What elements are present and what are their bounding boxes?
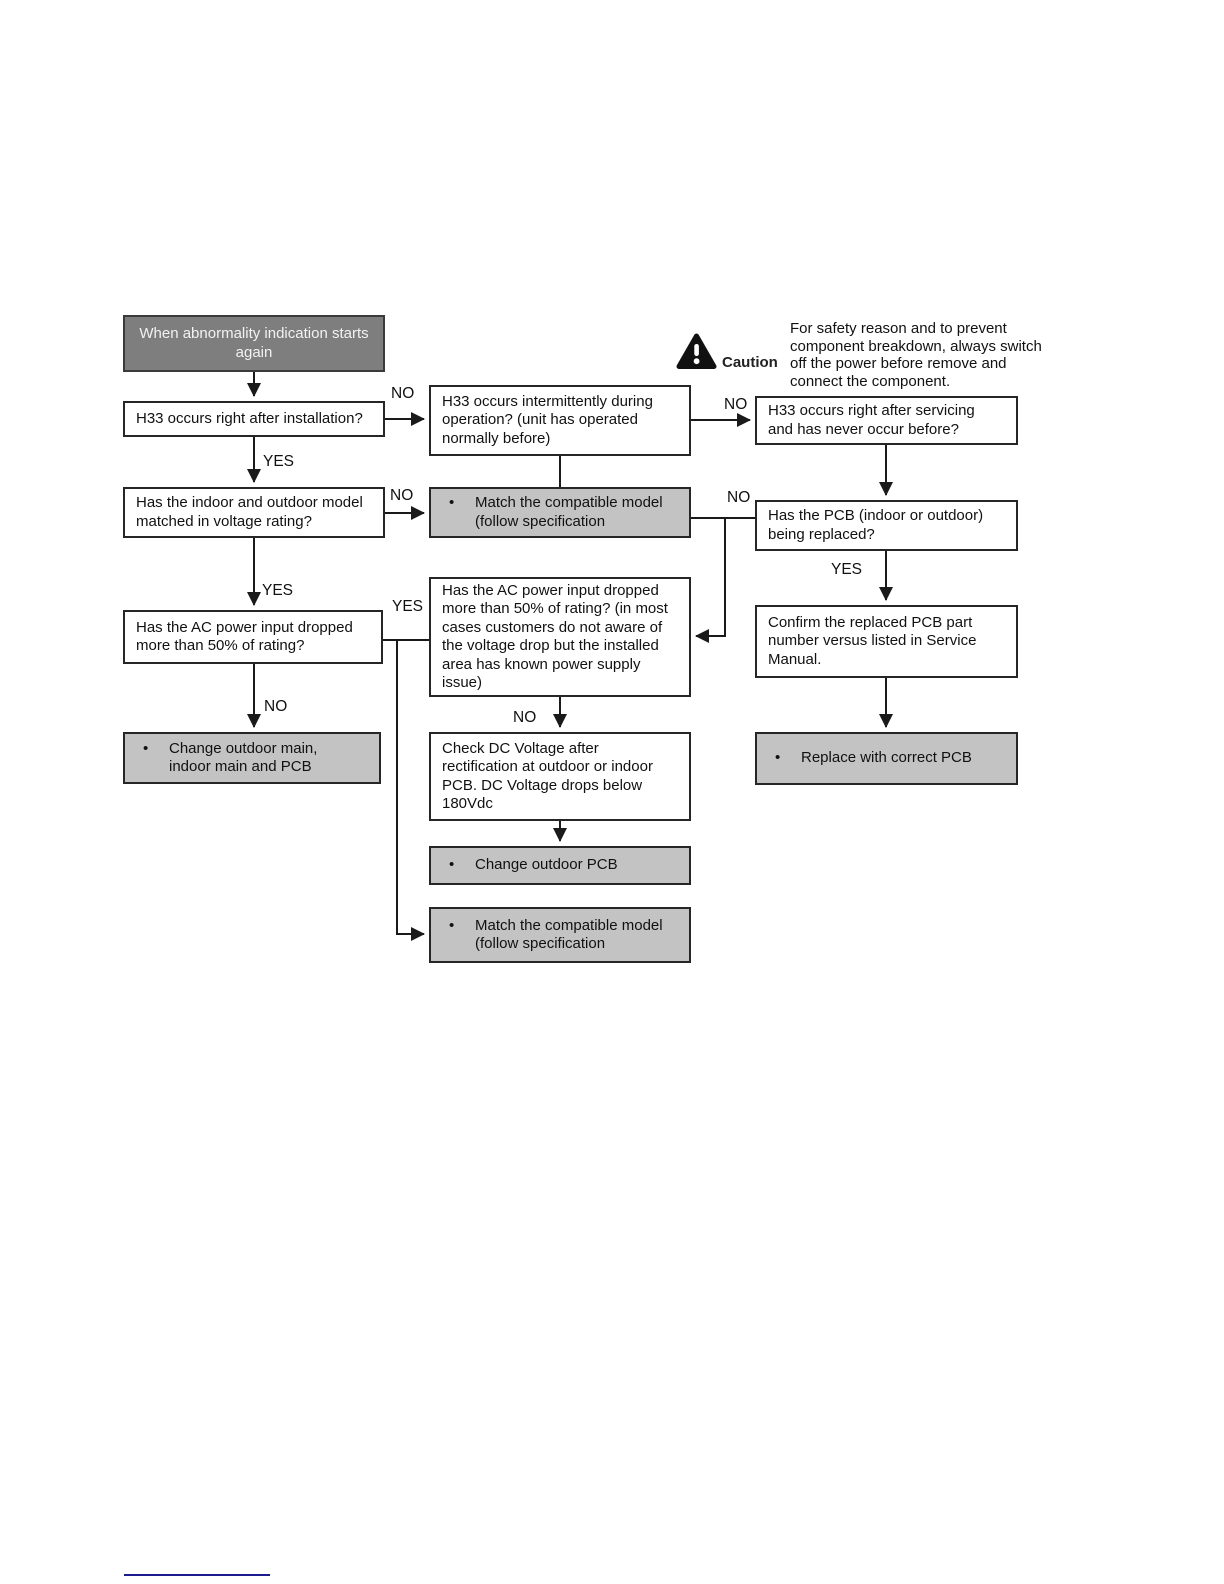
- flow-node-change-outdoor-pcb-action: • Change outdoor PCB: [429, 846, 691, 885]
- edge-label-ac-no: NO: [264, 698, 288, 715]
- flow-node-ac-drop-detail-question: Has the AC power input dropped more than…: [429, 577, 691, 697]
- flow-node-pcb-replaced-text: Has the PCB (indoor or outdoor) being re…: [768, 507, 984, 543]
- flow-node-change-outdoor-pcb-text: Change outdoor PCB: [475, 856, 618, 874]
- edge-label-intermittent-no: NO: [724, 396, 748, 413]
- flow-node-match-model-bottom-text: Match the compatible model (follow speci…: [475, 916, 663, 953]
- edge-label-voltage-yes: YES: [262, 582, 294, 599]
- flow-node-installation-text: H33 occurs right after installation?: [136, 409, 363, 427]
- flow-node-replace-pcb-action: • Replace with correct PCB: [755, 732, 1018, 785]
- flow-node-start-text: When abnormality indication starts again: [139, 325, 369, 361]
- flow-node-servicing-text: H33 occurs right after servicing and has…: [768, 402, 975, 438]
- bullet-icon: •: [143, 739, 149, 757]
- flow-node-intermittent-question: H33 occurs intermittently during operati…: [429, 385, 691, 456]
- edge-label-voltage-no: NO: [390, 487, 414, 504]
- flow-node-check-dc-text: Check DC Voltage after rectification at …: [442, 739, 653, 813]
- edge-ac-yes-to-match-bottom: [396, 640, 425, 941]
- flow-node-start: When abnormality indication starts again: [123, 315, 385, 372]
- flow-node-voltage-match-question: Has the indoor and outdoor model matched…: [123, 487, 385, 538]
- flow-node-match-model-bottom-action: • Match the compatible model (follow spe…: [429, 907, 691, 963]
- flow-node-change-main-text: Change outdoor main, indoor main and PCB: [169, 739, 318, 776]
- footer-rule: [124, 1574, 270, 1576]
- flow-node-match-model-action: • Match the compatible model (follow spe…: [429, 487, 691, 538]
- edge-label-pcb-yes: YES: [831, 561, 863, 578]
- flow-node-intermittent-text: H33 occurs intermittently during operati…: [442, 392, 653, 447]
- flow-node-ac-drop-detail-text: Has the AC power input dropped more than…: [442, 581, 668, 692]
- edge-pcb-no-to-ac-drop-detail: [695, 518, 726, 643]
- flow-node-installation-question: H33 occurs right after installation?: [123, 401, 385, 437]
- edge-label-ac-yes: YES: [392, 598, 424, 615]
- flow-node-match-model-text: Match the compatible model (follow speci…: [475, 494, 663, 530]
- flow-node-voltage-match-text: Has the indoor and outdoor model matched…: [136, 494, 363, 530]
- flow-node-change-main-action: • Change outdoor main, indoor main and P…: [123, 732, 381, 784]
- caution-text: For safety reason and to prevent compone…: [790, 320, 1042, 390]
- caution-label: Caution: [722, 354, 778, 371]
- bullet-icon: •: [449, 856, 455, 874]
- flow-node-pcb-replaced-question: Has the PCB (indoor or outdoor) being re…: [755, 500, 1018, 551]
- flow-node-ac-drop-question: Has the AC power input dropped more than…: [123, 610, 383, 664]
- edge-label-installation-no: NO: [391, 385, 415, 402]
- flow-node-ac-drop-text: Has the AC power input dropped more than…: [136, 618, 353, 655]
- flow-node-check-dc-step: Check DC Voltage after rectification at …: [429, 732, 691, 821]
- flow-node-replace-pcb-text: Replace with correct PCB: [801, 749, 972, 767]
- edge-label-pcb-no: NO: [727, 489, 751, 506]
- flow-node-confirm-pcb-step: Confirm the replaced PCB part number ver…: [755, 605, 1018, 678]
- caution-triangle-icon: [676, 333, 717, 369]
- bullet-icon: •: [775, 749, 781, 767]
- bullet-icon: •: [449, 916, 455, 934]
- edge-label-detail-no: NO: [513, 709, 537, 726]
- bullet-icon: •: [449, 494, 455, 511]
- flow-node-confirm-pcb-text: Confirm the replaced PCB part number ver…: [768, 613, 977, 668]
- flow-node-servicing-question: H33 occurs right after servicing and has…: [755, 396, 1018, 445]
- edge-label-installation-yes: YES: [263, 453, 295, 470]
